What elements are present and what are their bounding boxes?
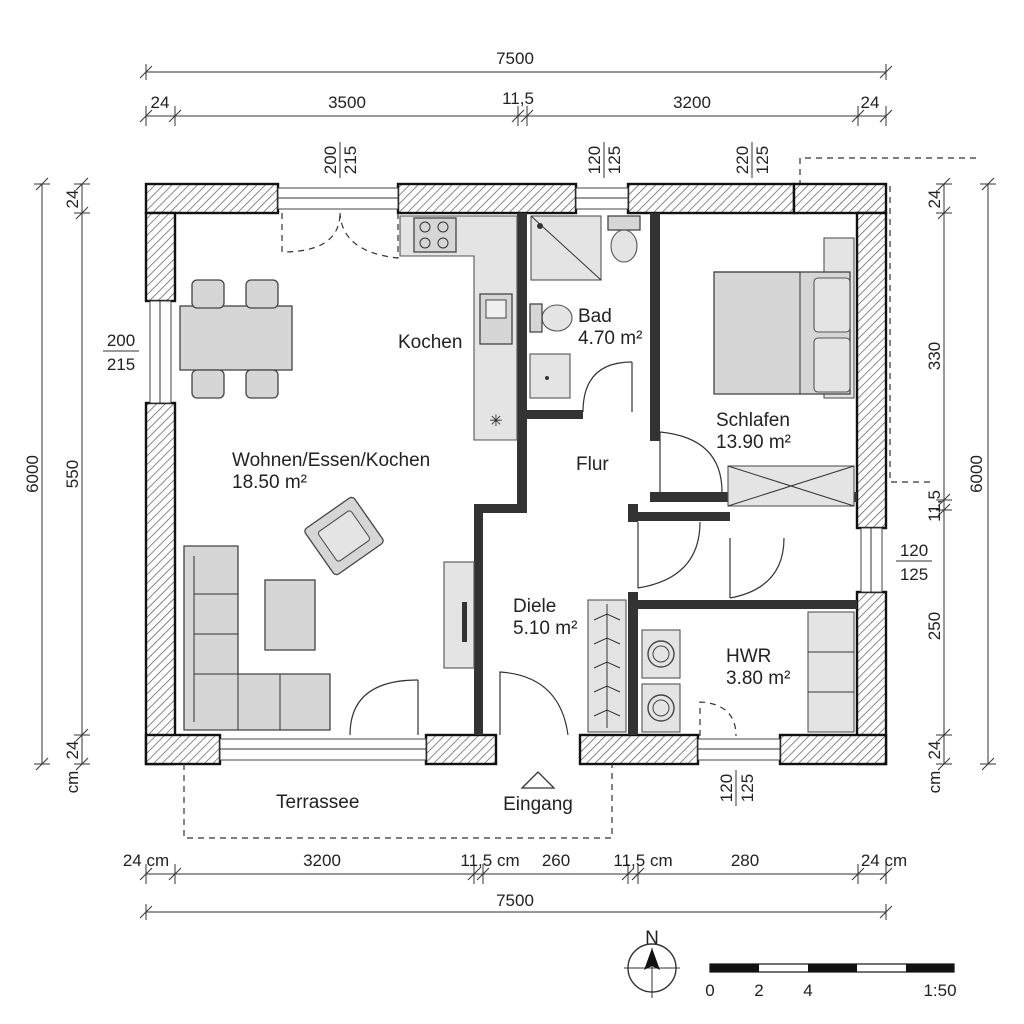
svg-text:220: 220 bbox=[733, 146, 752, 174]
svg-text:200: 200 bbox=[107, 331, 135, 350]
kitchen-counter: ✳ bbox=[399, 215, 518, 441]
room-hall-name: Flur bbox=[576, 454, 609, 475]
doors bbox=[281, 212, 785, 737]
left-seg-1: 24 bbox=[63, 190, 82, 209]
bathroom-fixtures bbox=[529, 215, 641, 399]
bottom-seg-5: 11,5 cm bbox=[613, 851, 672, 870]
svg-text:125: 125 bbox=[605, 146, 624, 174]
tv-unit bbox=[443, 561, 475, 669]
svg-text:215: 215 bbox=[107, 355, 135, 374]
dining-set bbox=[179, 279, 293, 399]
opening-right-wall: 120 125 bbox=[896, 541, 932, 584]
room-bath-area: 4.70 m² bbox=[578, 328, 642, 349]
fridge-icon: ✳ bbox=[489, 413, 502, 430]
scale-tick-2: 2 bbox=[754, 981, 763, 1000]
scale-tick-4: 4 bbox=[803, 981, 812, 1000]
svg-text:120: 120 bbox=[900, 541, 928, 560]
bottom-seg-4: 260 bbox=[542, 851, 570, 870]
room-entry-name: Diele bbox=[513, 596, 556, 617]
svg-text:200: 200 bbox=[321, 146, 340, 174]
bottom-dimensions: 24 cm 3200 11,5 cm 260 11,5 cm 280 24 cm… bbox=[123, 851, 907, 920]
exterior-walls bbox=[144, 182, 888, 766]
opening-left-wall: 200 215 bbox=[103, 331, 139, 374]
north-arrow-icon bbox=[644, 948, 660, 970]
top-seg-2: 3500 bbox=[328, 93, 366, 112]
right-seg-3: 11,5 bbox=[925, 490, 944, 522]
room-entry-area: 5.10 m² bbox=[513, 618, 577, 639]
double-bed bbox=[713, 237, 855, 399]
top-dimensions: 7500 24 3500 11,5 3200 24 bbox=[139, 49, 893, 126]
room-bath-name: Bad bbox=[578, 306, 612, 327]
bottom-seg-6: 280 bbox=[731, 851, 759, 870]
right-seg-4: 250 bbox=[925, 612, 944, 640]
top-seg-4: 3200 bbox=[673, 93, 711, 112]
room-kitchen-name: Kochen bbox=[398, 332, 462, 353]
svg-text:120: 120 bbox=[717, 774, 736, 802]
right-seg-5: 24 bbox=[925, 741, 944, 760]
utility-appliances bbox=[641, 611, 855, 733]
left-dimensions: 6000 24 550 24 cm bbox=[23, 177, 90, 794]
svg-text:125: 125 bbox=[753, 146, 772, 174]
sofa bbox=[183, 545, 331, 731]
terrace-label: Terrassee bbox=[276, 792, 359, 813]
left-seg-2: 550 bbox=[63, 460, 82, 488]
bedroom-projection-outline bbox=[799, 157, 976, 186]
scale-bar: 0 2 4 1:50 bbox=[705, 963, 957, 1000]
top-seg-3: 11,5 bbox=[502, 89, 534, 108]
terrace-outline bbox=[183, 764, 613, 839]
scale-ratio: 1:50 bbox=[923, 981, 956, 1000]
top-total-dim: 7500 bbox=[496, 49, 534, 68]
opening-top-bath: 120 125 bbox=[585, 142, 624, 178]
compass: N bbox=[624, 928, 680, 998]
room-utility-name: HWR bbox=[726, 646, 771, 667]
room-living-area: 18.50 m² bbox=[232, 472, 307, 493]
room-utility-area: 3.80 m² bbox=[726, 668, 790, 689]
coat-rack bbox=[587, 599, 627, 733]
right-seg-2: 330 bbox=[925, 342, 944, 370]
armchair bbox=[304, 496, 384, 576]
coffee-table bbox=[264, 579, 316, 651]
bottom-seg-2: 3200 bbox=[303, 851, 341, 870]
svg-text:120: 120 bbox=[585, 146, 604, 174]
opening-top-left: 200 215 bbox=[321, 142, 360, 178]
left-total-dim: 6000 bbox=[23, 455, 42, 493]
right-unit: cm bbox=[925, 771, 944, 794]
right-total-dim: 6000 bbox=[967, 455, 986, 493]
svg-text:125: 125 bbox=[900, 565, 928, 584]
svg-text:215: 215 bbox=[341, 146, 360, 174]
opening-bottom-hwr: 120 125 bbox=[717, 770, 757, 806]
compass-label: N bbox=[645, 928, 659, 949]
room-bedroom-name: Schlafen bbox=[716, 410, 790, 431]
left-unit: cm bbox=[63, 771, 82, 794]
entrance-arrow-icon bbox=[520, 771, 556, 789]
bottom-seg-3: 11,5 cm bbox=[460, 851, 519, 870]
wardrobe bbox=[727, 465, 855, 507]
bottom-seg-1: 24 cm bbox=[123, 851, 169, 870]
bottom-total-dim: 7500 bbox=[496, 891, 534, 910]
left-seg-3: 24 bbox=[63, 741, 82, 760]
bottom-seg-7: 24 cm bbox=[861, 851, 907, 870]
opening-top-bedroom: 220 125 bbox=[733, 142, 772, 178]
room-bedroom-area: 13.90 m² bbox=[716, 432, 791, 453]
right-dimensions: 24 330 11,5 250 24 cm 6000 bbox=[925, 177, 996, 794]
right-seg-1: 24 bbox=[925, 190, 944, 209]
top-seg-5: 24 bbox=[861, 93, 880, 112]
entrance-label: Eingang bbox=[503, 794, 573, 815]
top-seg-1: 24 bbox=[151, 93, 170, 112]
scale-tick-0: 0 bbox=[705, 981, 714, 1000]
windows bbox=[149, 187, 883, 761]
room-living-name: Wohnen/Essen/Kochen bbox=[232, 450, 430, 471]
svg-text:125: 125 bbox=[738, 774, 757, 802]
